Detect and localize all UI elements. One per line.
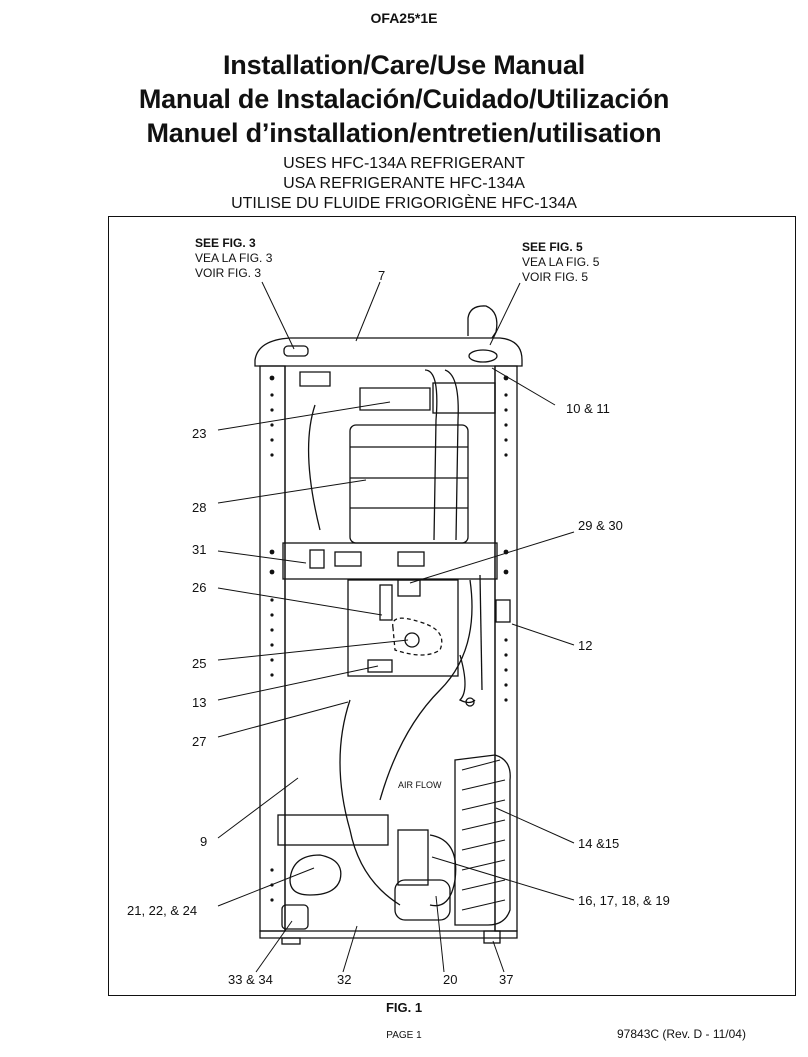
callout-28: 28 bbox=[192, 500, 207, 515]
reference-fig5-es: VEA LA FIG. 5 bbox=[522, 255, 600, 269]
airflow-label: AIR FLOW bbox=[398, 780, 442, 790]
callout-10-11: 10 & 11 bbox=[566, 401, 610, 416]
reference-fig3-fr: VOIR FIG. 3 bbox=[195, 266, 262, 280]
callout-33-34: 33 & 34 bbox=[228, 972, 273, 987]
reference-fig3-en: SEE FIG. 3 bbox=[195, 236, 256, 250]
refrigerant-note-english: USES HFC-134A REFRIGERANT bbox=[283, 155, 525, 172]
base bbox=[259, 930, 518, 939]
callout-31: 31 bbox=[192, 542, 207, 557]
compressor bbox=[394, 879, 451, 921]
figure-frame bbox=[108, 216, 796, 996]
figure-label: FIG. 1 bbox=[385, 1000, 423, 1015]
lower-component bbox=[289, 854, 342, 896]
callout-16-19: 16, 17, 18, & 19 bbox=[578, 893, 670, 908]
callout-13: 13 bbox=[192, 695, 207, 710]
callout-14-15: 14 &15 bbox=[578, 836, 620, 851]
refrigerant-note-french: UTILISE DU FLUIDE FRIGORIGÈNE HFC-134A bbox=[231, 195, 577, 212]
reference-fig3-es: VEA LA FIG. 3 bbox=[195, 251, 273, 265]
reference-fig3: SEE FIG. 3 VEA LA FIG. 3 VOIR FIG. 3 bbox=[195, 236, 272, 281]
callout-25: 25 bbox=[192, 656, 207, 671]
callout-29-30: 29 & 30 bbox=[578, 518, 623, 533]
document-number: 97843C (Rev. D - 11/04) bbox=[617, 1027, 746, 1041]
callout-20: 20 bbox=[443, 972, 458, 987]
bubbler bbox=[467, 305, 498, 339]
reference-fig5: SEE FIG. 5 VEA LA FIG. 5 VOIR FIG. 5 bbox=[522, 240, 599, 285]
title-spanish: Manual de Instalación/Cuidado/Utilizació… bbox=[138, 84, 670, 114]
leader-lines bbox=[217, 281, 575, 973]
reference-fig5-en: SEE FIG. 5 bbox=[522, 240, 583, 254]
upper-assembly bbox=[359, 387, 431, 411]
cooling-tank bbox=[349, 424, 469, 544]
condenser bbox=[454, 754, 511, 926]
fan-motor bbox=[397, 829, 429, 886]
callout-26: 26 bbox=[192, 580, 207, 595]
callout-32: 32 bbox=[337, 972, 352, 987]
left-panel bbox=[259, 365, 286, 932]
panel-holes bbox=[269, 375, 509, 902]
reference-fig5-fr: VOIR FIG. 5 bbox=[522, 270, 589, 284]
title-french: Manuel d’installation/entretien/utilisat… bbox=[146, 118, 662, 148]
callout-37: 37 bbox=[499, 972, 514, 987]
page-number: PAGE 1 bbox=[386, 1030, 422, 1041]
callout-7: 7 bbox=[378, 268, 386, 283]
refrigerant-note-spanish: USA REFRIGERANTE HFC-134A bbox=[283, 175, 525, 192]
title-english: Installation/Care/Use Manual bbox=[223, 50, 585, 80]
callout-27: 27 bbox=[192, 734, 207, 749]
cross-bracket bbox=[282, 542, 498, 580]
callout-12: 12 bbox=[578, 638, 593, 653]
model-number: OFA25*1E bbox=[370, 10, 438, 26]
callout-9: 9 bbox=[200, 834, 208, 849]
callout-23: 23 bbox=[192, 426, 207, 441]
upper-box bbox=[432, 382, 496, 414]
callout-21-24: 21, 22, & 24 bbox=[127, 903, 198, 918]
cooler-drawing bbox=[254, 305, 523, 945]
right-panel bbox=[494, 365, 518, 932]
control-box bbox=[347, 579, 459, 677]
top-cover bbox=[254, 337, 523, 367]
